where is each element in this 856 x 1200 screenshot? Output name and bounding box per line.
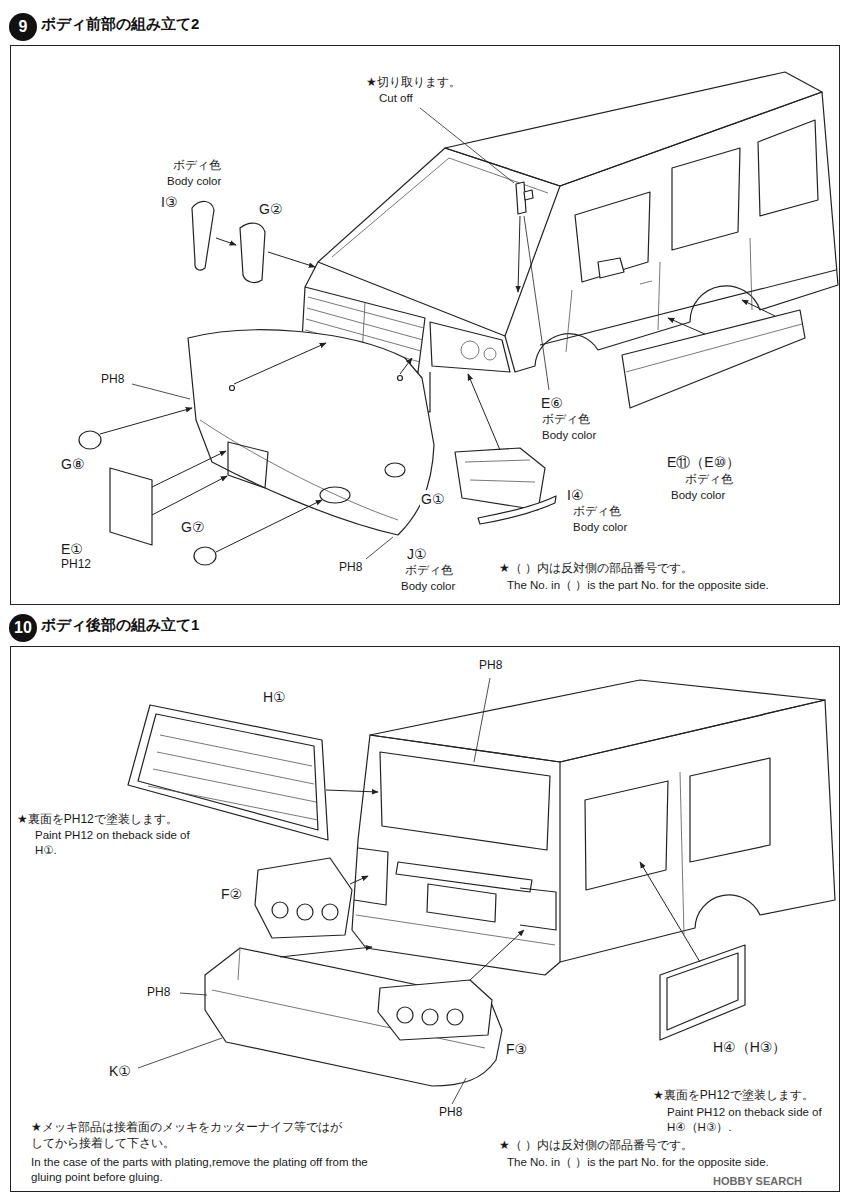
note-text: Cut off	[378, 91, 414, 106]
note-text: ★裏面をPH12で塗装します。	[16, 812, 179, 828]
part-number: G⑦	[180, 518, 205, 536]
cut-off-part	[420, 108, 549, 390]
paint-code: PH8	[100, 372, 125, 388]
part-number: E①	[60, 540, 84, 558]
part-number: K①	[108, 1062, 132, 1080]
van-rear-body	[352, 680, 835, 975]
step-heading: ボディ後部の組み立て1	[41, 616, 199, 635]
paint-note: Body color	[400, 579, 456, 594]
part-number: G②	[258, 200, 283, 218]
step-heading: ボディ前部の組み立て2	[41, 15, 199, 34]
note-text: ★（ ）内は反対側の部品番号です。	[498, 561, 694, 577]
part-number: I③	[160, 193, 178, 211]
part-number: E⑥	[540, 394, 564, 412]
paint-code: PH8	[478, 658, 503, 674]
part-number: H④（H③）	[712, 1038, 787, 1056]
part-number: G①	[420, 490, 445, 508]
note-text: Paint PH12 on theback side of H④（H③）.	[666, 1105, 836, 1135]
part-number: I④	[566, 486, 584, 504]
part-number: F②	[220, 885, 243, 903]
part-number: E⑪（E⑩）	[666, 453, 741, 471]
note-text: The No. in（ ）is the part No. for the opp…	[506, 578, 770, 593]
note-text: ★切り取ります。	[365, 75, 462, 91]
part-number: F③	[505, 1040, 528, 1058]
paint-code: PH12	[60, 557, 92, 573]
watermark: HOBBY SEARCH	[712, 1174, 803, 1188]
part-number: J①	[406, 545, 428, 563]
note-text: In the case of the parts with plating,re…	[30, 1155, 377, 1185]
note-text: Paint PH12 on theback side of H①.	[34, 828, 201, 858]
paint-note: Body color	[572, 520, 628, 535]
paint-note: ボディ色	[572, 504, 622, 520]
rear-parts	[128, 678, 745, 1104]
step-number-circle: 9	[9, 13, 37, 41]
step-number-circle: 10	[9, 614, 37, 642]
step-panel: ボディ前部の組み立て2	[10, 45, 840, 605]
note-text: ★メッキ部品は接着面のメッキをカッターナイフ等ではがしてから接着して下さい。	[30, 1120, 344, 1151]
front-parts	[79, 201, 805, 565]
paint-note: ボディ色	[404, 563, 454, 579]
step-number: 9	[9, 13, 37, 41]
paint-note: Body color	[541, 428, 597, 443]
note-text: The No. in（ ）is the part No. for the opp…	[506, 1155, 770, 1170]
part-number: H①	[262, 688, 287, 706]
paint-note: ボディ色	[172, 158, 222, 174]
part-number: G⑧	[60, 455, 85, 473]
paint-note: ボディ色	[541, 412, 591, 428]
paint-note: ボディ色	[684, 472, 734, 488]
paint-note: Body color	[166, 174, 222, 189]
paint-code: PH8	[146, 985, 171, 1001]
paint-code: PH8	[438, 1105, 463, 1121]
paint-note: Body color	[670, 488, 726, 503]
step-number: 10	[9, 614, 37, 642]
note-text: ★（ ）内は反対側の部品番号です。	[498, 1138, 694, 1154]
paint-code: PH8	[338, 560, 363, 576]
note-text: ★裏面をPH12で塗装します。	[652, 1088, 815, 1104]
